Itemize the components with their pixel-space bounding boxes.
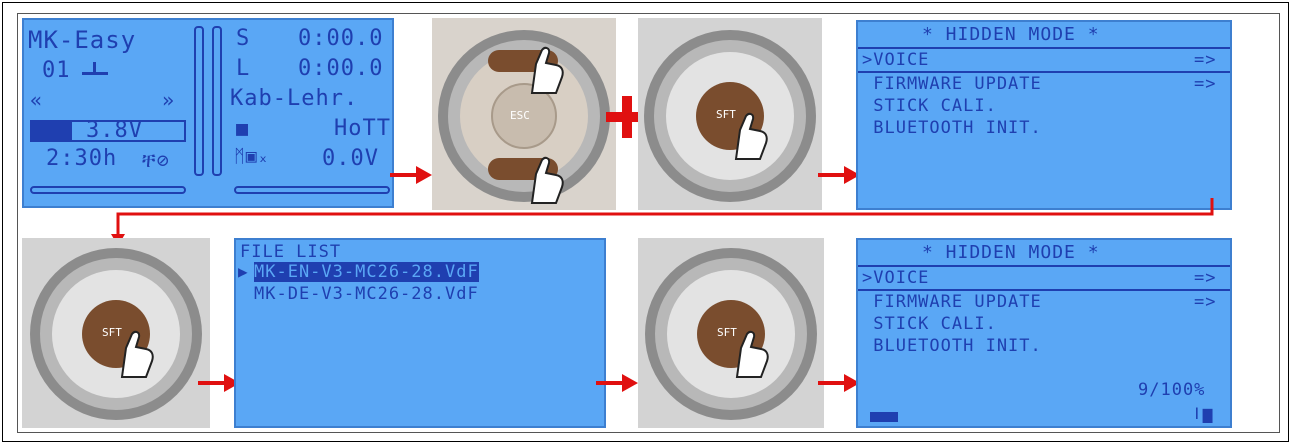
progress-bar-fill (870, 412, 898, 422)
bottom-trim-right (234, 186, 390, 194)
menu-arrow-firmware: => (1194, 292, 1217, 312)
sft-pad-photo-1: SFT (638, 18, 822, 210)
menu-item-stick: STICK CALI. (862, 314, 997, 334)
progress-bar (870, 412, 1140, 422)
menu-item-firmware: FIRMWARE UPDATE (862, 292, 1042, 312)
hidden-mode-screen-2: * HIDDEN MODE * >VOICE => FIRMWARE UPDAT… (856, 238, 1232, 428)
sft-label-3: SFT (717, 326, 737, 339)
menu-item-voice: >VOICE (862, 268, 930, 288)
timer-value: 2:30h (46, 146, 118, 171)
memory-card-icon: ǀ▆ (1192, 404, 1214, 423)
file-list-screen: FILE LIST ▶ MK-EN-V3-MC26-28.VdF MK-DE-V… (234, 238, 606, 428)
menu-item-stick: STICK CALI. (862, 96, 997, 116)
arrow-right-icon (818, 166, 860, 184)
right-chevron-icon: » (162, 88, 176, 112)
model-number: 01 (42, 58, 71, 83)
menu-arrow-voice: => (1194, 268, 1217, 288)
file-item[interactable]: MK-DE-V3-MC26-28.VdF (254, 284, 479, 304)
voltage-bar-fill (32, 122, 72, 140)
rx-icon: ᛗ▣ₓ (234, 146, 270, 167)
hidden-mode-screen-1: * HIDDEN MODE * >VOICE => FIRMWARE UPDAT… (856, 20, 1232, 210)
sft-label-2: SFT (102, 326, 122, 339)
esc-pad-photo: ESC (432, 18, 616, 210)
model-memory-icon: ■ (236, 116, 250, 140)
main-screen: MK-Easy 01 « » 3.8V 2:30h ቸ⊘ S 0:00.0 L … (22, 18, 394, 208)
rx-voltage: 0.0V (322, 146, 379, 171)
file-selector-icon: ▶ (238, 262, 249, 281)
system-label: HoTT (334, 116, 391, 141)
sft-pad-icon (645, 248, 817, 420)
plus-icon (606, 96, 648, 138)
s-timer-value: 0:00.0 (298, 26, 384, 51)
hidden-mode-title-1: * HIDDEN MODE * (922, 24, 1100, 45)
sft-label-1: SFT (716, 108, 736, 121)
bottom-trim-left (30, 186, 186, 194)
sft-pad-icon (30, 248, 202, 420)
arrow-right-icon (198, 374, 240, 392)
l-timer-value: 0:00.0 (298, 56, 384, 81)
left-chevron-icon: « (30, 88, 44, 112)
file-list-title: FILE LIST (240, 242, 342, 262)
stick-slider-2 (212, 26, 222, 176)
file-item-selected[interactable]: MK-EN-V3-MC26-28.VdF (254, 262, 479, 282)
antenna-icon: ቸ⊘ (142, 148, 170, 172)
sft-pad-icon (644, 30, 816, 202)
diagram-inner-border (17, 13, 1280, 433)
stick-slider-1 (194, 26, 204, 176)
sft-pad-photo-2: SFT (22, 238, 210, 428)
esc-pad-icon (438, 30, 610, 204)
trim-marker (93, 62, 96, 74)
menu-item-voice: >VOICE (862, 50, 930, 70)
menu-item-firmware: FIRMWARE UPDATE (862, 74, 1042, 94)
arrow-right-icon (818, 374, 860, 392)
arrow-right-icon (390, 166, 432, 184)
menu-arrow-voice: => (1194, 50, 1217, 70)
main-title: MK-Easy (28, 26, 137, 54)
mode-label: Kab-Lehr. (230, 86, 359, 111)
menu-item-bluetooth: BLUETOOTH INIT. (862, 118, 1042, 138)
menu-arrow-firmware: => (1194, 74, 1217, 94)
voltage-bar (30, 120, 186, 142)
arrow-right-icon (596, 374, 638, 392)
progress-text: 9/100% (1138, 380, 1206, 400)
voltage-value: 3.8V (86, 118, 143, 143)
sft-pad-photo-3: SFT (638, 238, 824, 428)
menu-item-bluetooth: BLUETOOTH INIT. (862, 336, 1042, 356)
esc-label: ESC (510, 109, 530, 122)
s-timer-label: S (236, 26, 251, 51)
hidden-mode-title-2: * HIDDEN MODE * (922, 242, 1100, 263)
l-timer-label: L (236, 56, 251, 81)
